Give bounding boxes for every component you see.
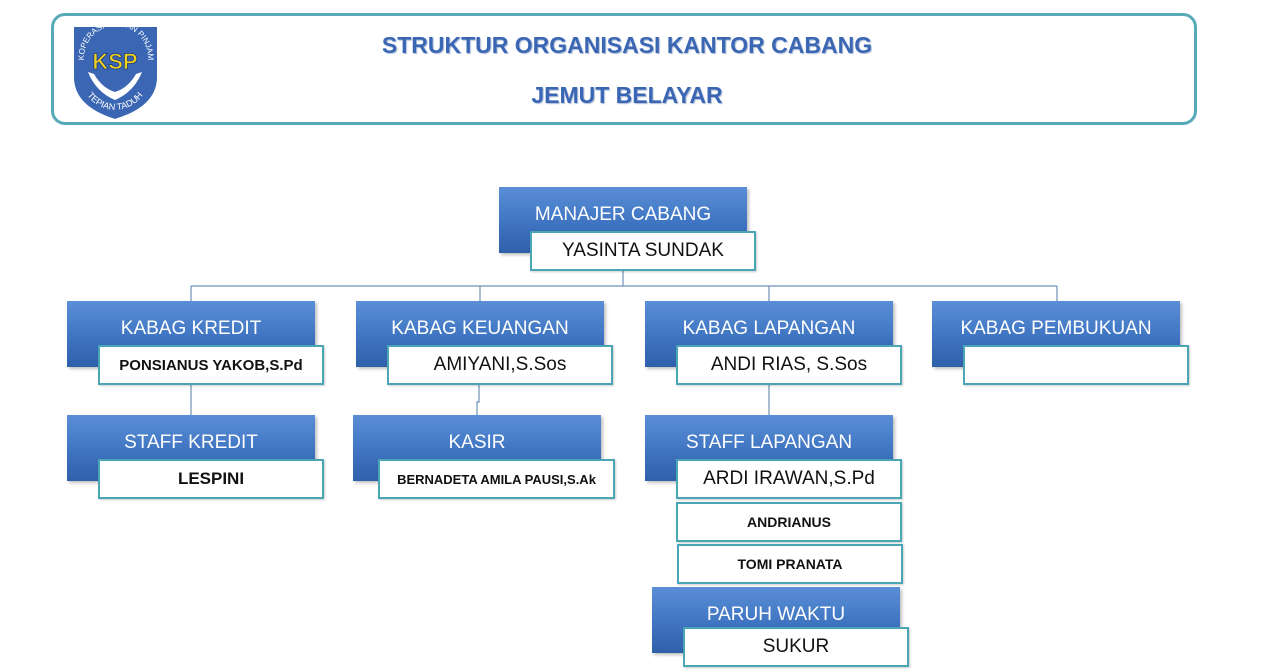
- name-kabag-lapangan: ANDI RIAS, S.Sos: [676, 345, 902, 385]
- ksp-logo: KOPERASI SIMPAN PINJAM KSP TEPIAN TADUH: [72, 22, 159, 122]
- logo-text-center: KSP: [92, 49, 137, 74]
- name-kabag-kredit: PONSIANUS YAKOB,S.Pd: [98, 345, 324, 385]
- name-staff-lapangan-1: ARDI IRAWAN,S.Pd: [676, 459, 902, 499]
- name-kabag-pembukuan: [963, 345, 1189, 385]
- hands-emblem-icon: [88, 72, 142, 100]
- name-kabag-keuangan: AMIYANI,S.Sos: [387, 345, 613, 385]
- page-subtitle: JEMUT BELAYAR: [531, 82, 723, 108]
- name-kasir: BERNADETA AMILA PAUSI,S.Ak: [378, 459, 615, 499]
- header-panel: KOPERASI SIMPAN PINJAM KSP TEPIAN TADUH …: [51, 13, 1197, 125]
- name-staff-kredit: LESPINI: [98, 459, 324, 499]
- connector-kasir: [476, 385, 480, 415]
- name-staff-lapangan-3: TOMI PRANATA: [677, 544, 903, 584]
- page-title: STRUKTUR ORGANISASI KANTOR CABANG: [381, 32, 873, 58]
- name-paruh-waktu: SUKUR: [683, 627, 909, 667]
- name-manajer-cabang: YASINTA SUNDAK: [530, 231, 756, 271]
- name-staff-lapangan-2: ANDRIANUS: [676, 502, 902, 542]
